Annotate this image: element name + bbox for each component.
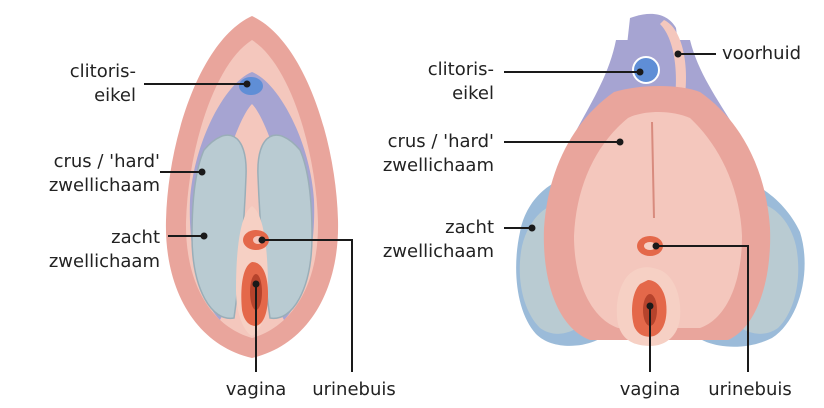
leader-left-glans-dot xyxy=(245,82,250,87)
label-left-urethra: urinebuis xyxy=(304,378,404,402)
left-glans xyxy=(239,77,263,95)
label-right-urethra: urinebuis xyxy=(700,378,800,402)
label-left-vagina: vagina xyxy=(210,378,302,402)
leader-left-bulb-dot xyxy=(202,234,207,239)
label-right-glans-line1: clitoris- xyxy=(428,58,494,82)
leader-left-crus-dot xyxy=(200,170,205,175)
label-left-glans-line2: eikel xyxy=(70,84,136,108)
label-left-bulb-line1: zacht xyxy=(49,226,160,250)
label-left-bulb: zacht zwellichaam xyxy=(49,226,160,274)
left-diagram xyxy=(166,16,338,358)
label-left-glans-line1: clitoris- xyxy=(70,60,136,84)
label-left-bulb-line2: zwellichaam xyxy=(49,250,160,274)
label-left-crus-line2: zwellichaam xyxy=(49,174,160,198)
leader-right-hood-dot xyxy=(676,52,681,57)
label-right-bulb-line1: zacht xyxy=(383,216,494,240)
label-right-bulb-line2: zwellichaam xyxy=(383,240,494,264)
leader-right-bulb-dot xyxy=(530,226,535,231)
label-right-crus-line1: crus / 'hard' xyxy=(383,130,494,154)
leader-right-urethra-dot xyxy=(654,244,659,249)
leader-left-vagina-dot xyxy=(254,282,259,287)
label-right-glans: clitoris- eikel xyxy=(428,58,494,106)
label-right-crus-line2: zwellichaam xyxy=(383,154,494,178)
leader-right-glans-dot xyxy=(638,70,643,75)
label-right-hood: voorhuid xyxy=(722,42,801,66)
label-right-crus: crus / 'hard' zwellichaam xyxy=(383,130,494,178)
label-left-glans: clitoris- eikel xyxy=(70,60,136,108)
leader-left-urethra-dot xyxy=(260,238,265,243)
right-glans xyxy=(633,57,659,83)
label-right-vagina: vagina xyxy=(604,378,696,402)
leader-right-vagina-dot xyxy=(648,304,653,309)
leader-right-crus-dot xyxy=(618,140,623,145)
label-left-crus: crus / 'hard' zwellichaam xyxy=(49,150,160,198)
label-right-glans-line2: eikel xyxy=(428,82,494,106)
label-left-crus-line1: crus / 'hard' xyxy=(49,150,160,174)
label-right-bulb: zacht zwellichaam xyxy=(383,216,494,264)
